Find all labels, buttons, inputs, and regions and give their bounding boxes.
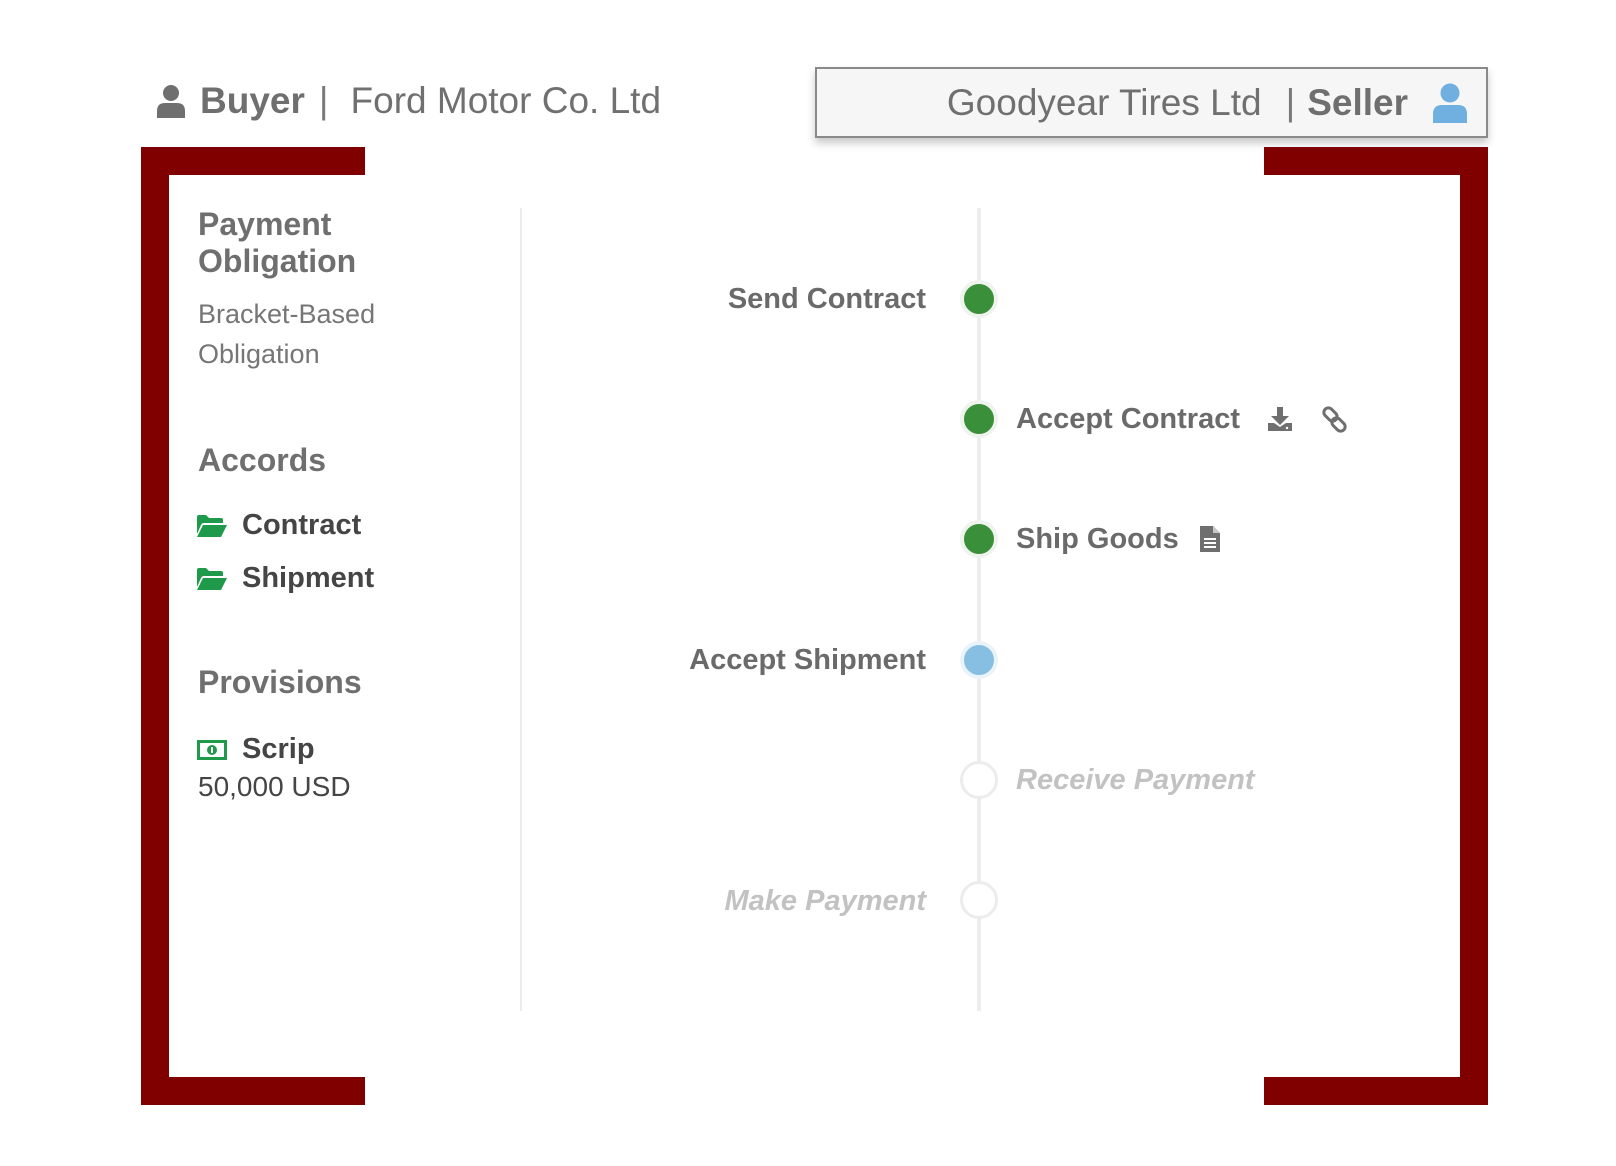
step-status-dot — [960, 400, 998, 438]
obligation-section: Payment Obligation Bracket-Based Obligat… — [198, 206, 498, 374]
user-icon — [157, 85, 185, 118]
step-accept-contract[interactable]: Accept Contract — [1016, 403, 1240, 435]
panel-divider — [520, 208, 522, 1011]
buyer-role: Buyer — [200, 80, 305, 121]
provision-label: Scrip — [242, 733, 315, 765]
money-bill-icon — [197, 739, 227, 760]
obligation-title: Payment Obligation — [198, 206, 357, 279]
timeline-line — [977, 208, 981, 1011]
seller-role: Seller — [1307, 81, 1408, 123]
accord-label: Shipment — [242, 562, 375, 594]
document-icon[interactable] — [1196, 525, 1224, 553]
obligation-type: Bracket-Based Obligation — [198, 299, 376, 369]
step-status-dot — [960, 881, 998, 919]
accords-title: Accords — [198, 442, 327, 478]
provision-item-scrip[interactable]: Scrip — [196, 733, 315, 766]
accord-item-shipment[interactable]: Shipment — [196, 562, 374, 595]
seller-name: Goodyear Tires Ltd — [946, 81, 1262, 123]
download-icon[interactable] — [1266, 405, 1294, 433]
step-ship-goods[interactable]: Ship Goods — [1016, 523, 1179, 555]
buyer-name: Ford Motor Co. Ltd — [350, 80, 662, 121]
user-icon — [1433, 83, 1467, 123]
accord-item-contract[interactable]: Contract — [196, 509, 361, 542]
right-bracket — [1264, 147, 1488, 1105]
step-make-payment[interactable]: Make Payment — [724, 885, 927, 917]
accord-label: Contract — [242, 509, 362, 541]
step-status-dot — [960, 520, 998, 558]
step-status-dot — [960, 761, 998, 799]
buyer-header: Buyer | Ford Motor Co. Ltd — [156, 76, 661, 126]
provisions-title: Provisions — [198, 664, 362, 700]
left-bracket — [141, 147, 365, 1105]
step-accept-shipment[interactable]: Accept Shipment — [689, 644, 926, 676]
buyer-separator: | — [318, 80, 329, 121]
step-send-contract[interactable]: Send Contract — [727, 283, 926, 315]
provision-amount: 50,000 USD — [198, 771, 351, 802]
step-status-dot — [960, 280, 998, 318]
folder-open-icon — [197, 514, 227, 537]
link-icon[interactable] — [1320, 406, 1348, 434]
step-receive-payment[interactable]: Receive Payment — [1016, 764, 1255, 796]
seller-separator: | — [1285, 81, 1296, 123]
seller-header[interactable]: Goodyear Tires Ltd | Seller — [815, 67, 1488, 138]
folder-open-icon — [197, 567, 227, 590]
step-status-dot — [960, 641, 998, 679]
